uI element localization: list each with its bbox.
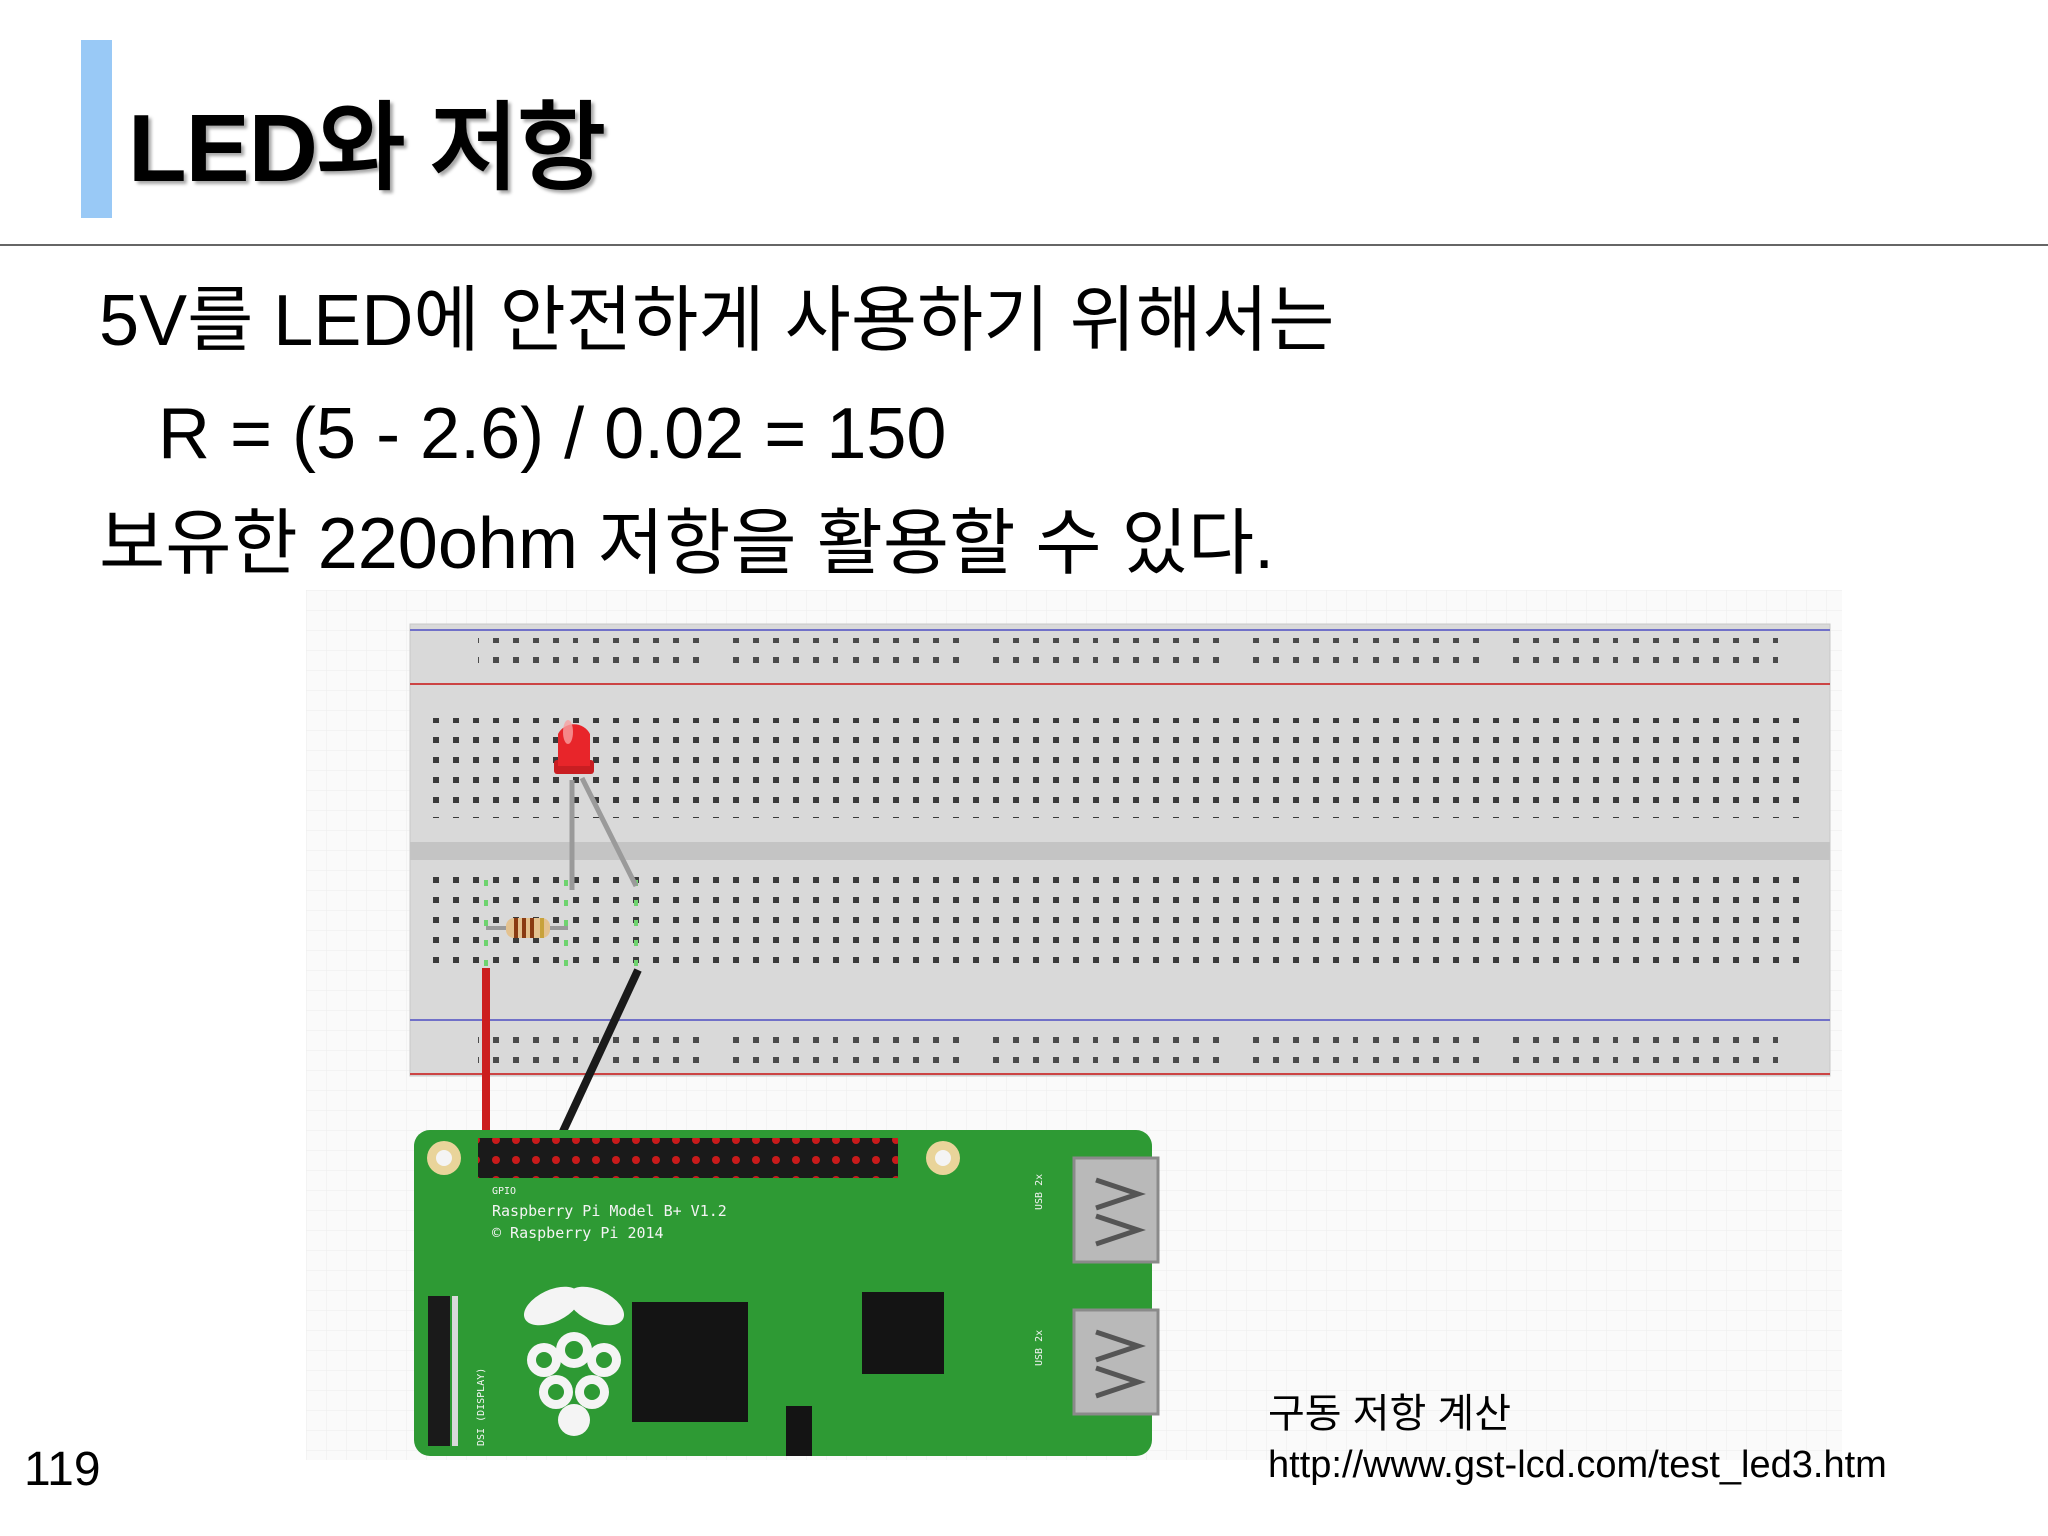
formula-line: R = (5 - 2.6) / 0.02 = 150: [158, 394, 947, 474]
resistor: [486, 918, 568, 938]
soc-chip: [632, 1302, 748, 1422]
source-link[interactable]: http://www.gst-lcd.com/test_led3.htm: [1268, 1444, 1887, 1486]
raspberry-logo: [523, 1286, 625, 1436]
dsi-label: DSI (DISPLAY): [476, 1368, 487, 1446]
board-copyright-label: © Raspberry Pi 2014: [492, 1224, 664, 1242]
breadboard: [409, 623, 1831, 1077]
usb-label-2: USB 2x: [1034, 1330, 1045, 1366]
title-divider: [0, 244, 2048, 246]
dsi-connector: [428, 1296, 450, 1446]
body-line-3: 보유한 220ohm 저항을 활용할 수 있다.: [99, 504, 1275, 584]
raspberry-pi-board: GPIO Raspberry Pi Model B+ V1.2 © Raspbe…: [414, 1130, 1160, 1456]
led: [554, 720, 639, 890]
figure-caption: 구동 저항 계산: [1268, 1392, 1512, 1436]
usb-port-2: [1072, 1308, 1160, 1416]
body-line-1: 5V를 LED에 안전하게 사용하기 위해서는: [99, 281, 1335, 361]
page-number: 119: [24, 1443, 101, 1496]
usb-port-1: [1072, 1156, 1160, 1264]
gpio-label: GPIO: [492, 1186, 516, 1197]
gpio-header: [478, 1138, 898, 1178]
usb-label-1: USB 2x: [1034, 1174, 1045, 1210]
circuit-diagram: GPIO Raspberry Pi Model B+ V1.2 © Raspbe…: [306, 590, 1842, 1460]
board-model-label: Raspberry Pi Model B+ V1.2: [492, 1202, 727, 1220]
slide-title: LED와 저항: [128, 95, 606, 202]
title-accent-bar: [81, 40, 112, 218]
usb-chip: [862, 1292, 944, 1374]
